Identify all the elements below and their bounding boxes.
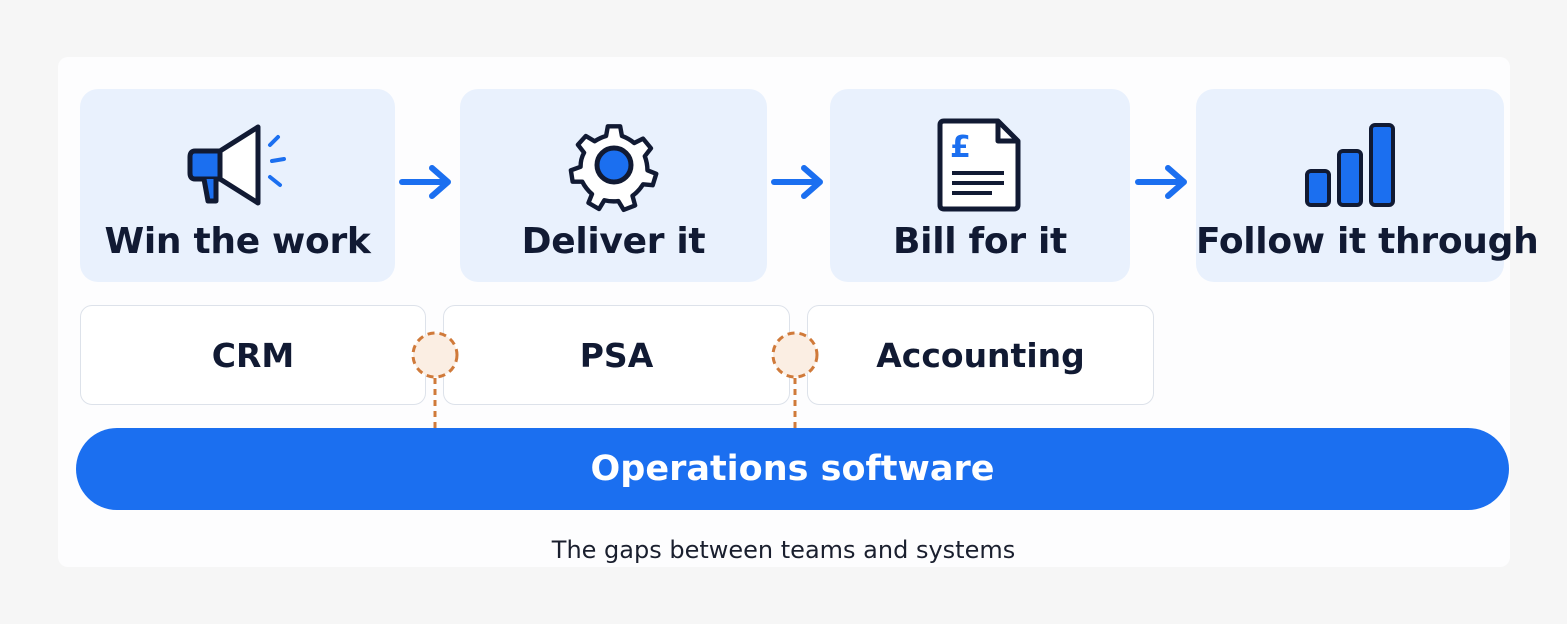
- stage-label: Follow it through: [1196, 221, 1539, 262]
- stage-label: Deliver it: [521, 221, 706, 262]
- bar-chart-icon: [1196, 117, 1504, 213]
- caption: The gaps between teams and systems: [551, 536, 1016, 564]
- stage-bill-for-it: £ Bill for it: [830, 89, 1130, 282]
- stage-label: Win the work: [104, 221, 371, 262]
- arrow-right-icon: [771, 165, 823, 199]
- stage-win-the-work: Win the work: [80, 89, 395, 282]
- arrow-right-icon: [399, 165, 451, 199]
- svg-text:£: £: [950, 130, 971, 165]
- pound-invoice-icon: £: [830, 117, 1130, 213]
- gap-marker: [771, 331, 819, 430]
- megaphone-icon: [80, 117, 395, 213]
- arrow-right-icon: [1135, 165, 1187, 199]
- stage-follow-it-through: Follow it through: [1196, 89, 1539, 282]
- gear-icon: [460, 117, 767, 213]
- gap-marker: [411, 331, 459, 430]
- system-accounting: Accounting: [807, 305, 1154, 405]
- stage-label: Bill for it: [893, 221, 1067, 262]
- operations-software-bar: Operations software: [76, 428, 1509, 510]
- system-crm: CRM: [80, 305, 426, 405]
- stage-deliver-it: Deliver it: [460, 89, 767, 282]
- system-psa: PSA: [443, 305, 790, 405]
